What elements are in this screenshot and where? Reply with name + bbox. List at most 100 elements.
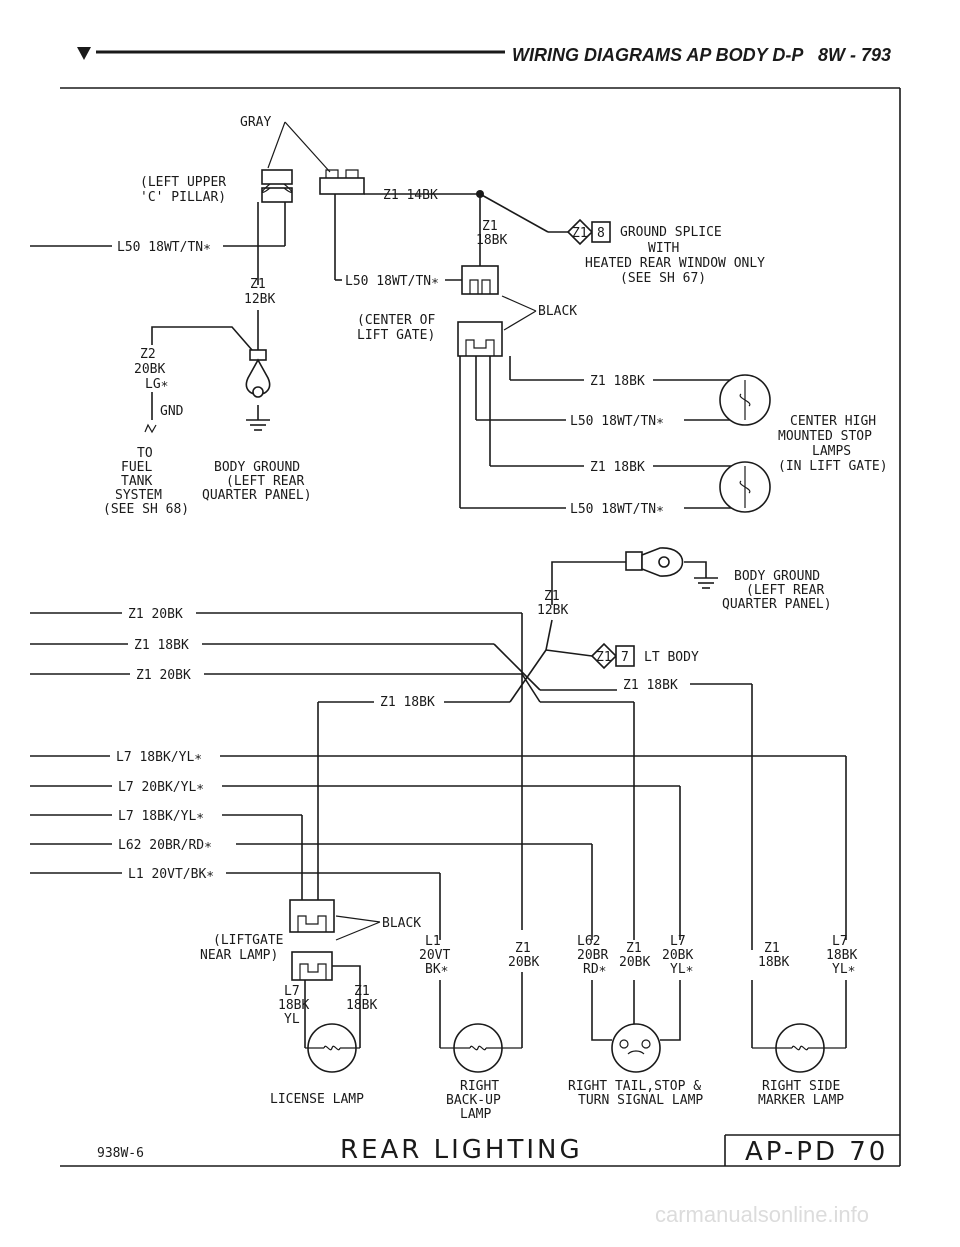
bu-l1-3: BK∗ [425,962,448,977]
svg-text:7: 7 [621,650,629,665]
ground-splice-text-1: GROUND SPLICE [620,225,722,240]
ground-splice-text-4: (SEE SH 67) [620,271,706,286]
sm-z1-2: 18BK [758,955,789,970]
bu-l1-2: 20VT [419,948,450,963]
wire-z1-18bk-b: Z1 18BK [134,638,189,653]
left-pillar-label-1: (LEFT UPPER [140,175,226,190]
sm-l7-1: L7 [832,934,848,949]
lt-body-splice-tag: Z1 7 [590,642,635,670]
footer-page: AP-PD 70 [745,1137,888,1167]
body-ground-left-3: QUARTER PANEL) [202,488,312,503]
wire-l7-a: L7 18BK/YL∗ [116,750,202,765]
svg-text:Z1: Z1 [596,650,612,665]
ts-l62-3: RD∗ [583,962,606,977]
wire-z1-18bk-d: Z1 18BK [623,678,678,693]
liftgate-lamp-label-2: NEAR LAMP) [200,948,278,963]
ts-l62-2: 20BR [577,948,608,963]
wire-hm-l50-a: L50 18WT/TN∗ [570,414,664,429]
ground-splice-text-2: WITH [648,241,679,256]
license-lamp-icon [305,1023,360,1073]
chmsl-label-4: (IN LIFT GATE) [778,459,888,474]
body-ground-left-1: BODY GROUND [214,460,300,475]
bu-l1-1: L1 [425,934,441,949]
header-title: WIRING DIAGRAMS AP BODY D-P [512,45,804,65]
wire-z2-1: Z2 [140,347,156,362]
lt-body-label: LT BODY [644,650,699,665]
sm-l7-3: YL∗ [832,962,855,977]
fuel-label-4: SYSTEM [115,488,162,503]
wire-l50-left: L50 18WT/TN∗ [117,240,211,255]
liftgate-upper-connector-icon [289,899,335,933]
bu-z1-2: 20BK [508,955,539,970]
wire-z1-12bk-a-1: Z1 [250,277,266,292]
body-ground-left-2: (LEFT REAR [226,474,304,489]
body-ground-right-1: BODY GROUND [734,569,820,584]
gnd-label: GND [160,404,184,419]
ground-splice-text-3: HEATED REAR WINDOW ONLY [585,256,765,271]
ts-l7-3: YL∗ [670,962,693,977]
center-liftgate-label-1: (CENTER OF [357,313,435,328]
wire-z1-12bk-a-2: 12BK [244,292,275,307]
wire-z1-18bk-a-1: Z1 [482,219,498,234]
wire-l50-mid: L50 18WT/TN∗ [345,274,439,289]
lic-l7-2: 18BK [278,998,309,1013]
side-marker-label-1: RIGHT SIDE [762,1079,840,1094]
left-pillar-connector-icon [261,169,293,203]
backup-lamp-icon [440,1023,522,1073]
chmsl-lamp-lower-icon [719,461,771,513]
backup-lamp-label-3: LAMP [460,1107,491,1122]
gray-label: GRAY [240,115,271,130]
body-ground-eyelet-icon [245,349,271,431]
wire-z1-18bk-c: Z1 18BK [380,695,435,710]
liftgate-lower-connector-icon [457,321,503,357]
footer-code: 938W-6 [97,1146,144,1161]
wire-z1-20bk-b: Z1 20BK [136,668,191,683]
wire-l62: L62 20BR/RD∗ [118,838,212,853]
svg-text:8: 8 [597,226,605,241]
wire-z1-14bk: Z1 14BK [383,188,438,203]
license-lamp-label: LICENSE LAMP [270,1092,364,1107]
side-marker-lamp-icon [752,1023,846,1073]
diagram-frame [60,87,901,1167]
inline-connector-icon [319,169,365,195]
fuel-label-3: TANK [121,474,152,489]
ts-l7-1: L7 [670,934,686,949]
backup-lamp-label-1: RIGHT [460,1079,499,1094]
ground-splice-tag: Z1 8 [548,218,611,246]
footer-title: REAR LIGHTING [340,1135,583,1165]
lic-z1-1: Z1 [354,984,370,999]
body-ground-right-2: (LEFT REAR [746,583,824,598]
tail-lamp-label-2: TURN SIGNAL LAMP [578,1093,703,1108]
wire-hm-z1-a: Z1 18BK [590,374,645,389]
wire-z1-12bk-b-2: 12BK [537,603,568,618]
sm-l7-2: 18BK [826,948,857,963]
tail-stop-turn-lamp-icon [611,1023,661,1073]
left-pillar-label-2: 'C' PILLAR) [140,190,226,205]
wire-l7-b: L7 20BK/YL∗ [118,780,204,795]
ts-l62-1: L62 [577,934,600,949]
body-ground-right-3: QUARTER PANEL) [722,597,832,612]
watermark: carmanualsonline.info [655,1202,869,1227]
fuel-label-5: (SEE SH 68) [103,502,189,517]
side-marker-label-2: MARKER LAMP [758,1093,844,1108]
ts-l7-2: 20BK [662,948,693,963]
wire-z1-18bk-a-2: 18BK [476,233,507,248]
black-label-top: BLACK [538,304,577,319]
tail-lamp-label-1: RIGHT TAIL,STOP & [568,1079,701,1094]
wire-z2-3: LG∗ [145,377,168,392]
sm-z1-1: Z1 [764,941,780,956]
liftgate-lower-plug-icon [291,951,333,981]
black-label-lift: BLACK [382,916,421,931]
header-triangle-icon [77,47,91,60]
svg-text:Z1: Z1 [572,226,588,241]
bu-z1-1: Z1 [515,941,531,956]
center-liftgate-connector-icon [461,265,499,295]
wire-z1-20bk-a: Z1 20BK [128,607,183,622]
ts-z1-1: Z1 [626,941,642,956]
wire-z1-12bk-b-1: Z1 [544,589,560,604]
lic-l7-1: L7 [284,984,300,999]
page-header: WIRING DIAGRAMS AP BODY D-P 8W - 793 [77,45,891,65]
wire-z2-2: 20BK [134,362,165,377]
lic-l7-3: YL [284,1012,300,1027]
